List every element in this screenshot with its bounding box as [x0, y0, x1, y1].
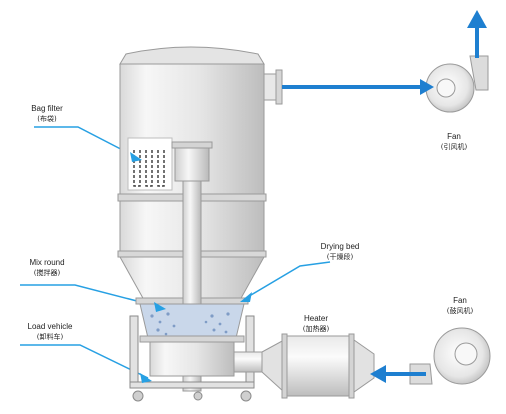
mix-round-label-zh: (搅拌器)	[33, 269, 61, 277]
granules	[150, 312, 230, 336]
heater-flange-left	[281, 333, 288, 399]
blower-fan-label: Fan (鼓风机)	[432, 296, 488, 316]
exhaust-flange	[275, 69, 283, 105]
mix-round-arrowhead	[154, 302, 166, 312]
fan-icon	[409, 327, 491, 385]
heater-unit	[233, 333, 375, 399]
bag-filter-label-en: Bag filter	[31, 104, 63, 113]
arrow-right-icon	[282, 79, 434, 95]
filter-bags	[133, 150, 165, 187]
heater-flange-right	[348, 333, 355, 399]
lift-column-cap	[171, 141, 213, 149]
load-vehicle-label-en: Load vehicle	[27, 322, 73, 331]
dryer-body	[117, 46, 283, 402]
exhaust-fan-label-en: Fan	[447, 132, 461, 141]
blower-fan-label-en: Fan	[453, 296, 467, 305]
load-vehicle-arrowhead	[140, 373, 152, 383]
drying-bed-label-en: Drying bed	[320, 242, 360, 251]
heater-transition-right	[353, 339, 375, 393]
top-dome	[119, 46, 265, 65]
mix-round-leader	[20, 284, 161, 308]
bag-filter-leader	[34, 126, 139, 159]
airflow-arrows	[282, 10, 487, 383]
heater-label: Heater (加热器)	[286, 314, 346, 334]
bowl-flange	[139, 335, 245, 343]
blower-fan-label-zh: (鼓风机)	[446, 307, 474, 315]
arrow-up-icon	[467, 10, 487, 58]
heater-label-zh: (加热器)	[302, 325, 330, 333]
heater-duct-left	[233, 351, 263, 373]
lift-column-head	[174, 144, 210, 182]
drying-bed-leader	[245, 261, 331, 299]
bag-filter-label: Bag filter (布袋)	[14, 104, 80, 124]
heater-transition-left	[261, 339, 285, 394]
drying-bed-label-zh: (干燥段)	[326, 253, 354, 261]
fan-icon	[425, 55, 489, 113]
mix-round-label-en: Mix round	[29, 258, 65, 267]
blower-fan-inlet	[454, 342, 478, 366]
exhaust-fan-label-zh: (引风机)	[440, 143, 468, 151]
load-vehicle-leader	[20, 344, 149, 379]
exhaust-fan-outlet	[469, 55, 489, 91]
mix-round-label: Mix round (搅拌器)	[14, 258, 80, 278]
heater-body	[283, 335, 353, 397]
load-vehicle-label: Load vehicle (卸料车)	[14, 322, 86, 342]
bag-filter-label-zh: (布袋)	[37, 115, 57, 123]
load-vehicle	[129, 315, 255, 402]
heater-label-en: Heater	[303, 314, 328, 323]
load-vehicle-label-zh: (卸料车)	[36, 333, 64, 341]
drying-bed-arrowhead	[240, 292, 252, 302]
bag-filter-arrowhead	[130, 152, 142, 162]
drying-bed-label: Drying bed (干燥段)	[306, 242, 374, 262]
air-plenum	[149, 341, 235, 377]
exhaust-fan-inlet	[436, 78, 456, 98]
exhaust-fan-label: Fan (引风机)	[426, 132, 482, 152]
leader-lines	[20, 126, 161, 379]
arrow-left-icon	[370, 365, 426, 383]
